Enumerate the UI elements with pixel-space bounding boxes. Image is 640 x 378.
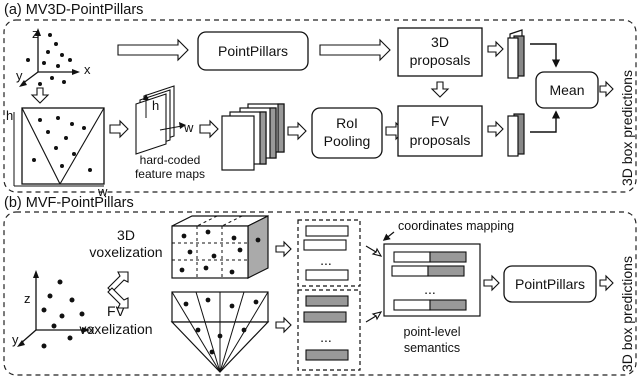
voxel-3d-label-1: 3D (117, 227, 135, 243)
feature-block-3d (507, 29, 525, 79)
axis-label-w-a: w (97, 184, 108, 199)
feature-map-label-h: h (152, 98, 159, 113)
arrow-to-roi (287, 121, 307, 141)
arrow-to-3d-proposals (319, 38, 391, 62)
arrow-to-features-fv (275, 316, 292, 334)
pointpillars-label-a: PointPillars (218, 43, 288, 59)
coordinates-mapping-label: coordinates mapping (398, 219, 514, 233)
arrow-to-pointpillars-b (483, 274, 500, 292)
arrow-to-feature-fv (487, 120, 504, 138)
roi-pooling-label-2: Pooling (324, 133, 371, 149)
ellipsis-merged: ... (424, 281, 436, 297)
arrow-mean-to-output (599, 80, 614, 98)
arrow-to-pointpillars-a (117, 38, 189, 62)
voxel-fv-label-2: voxelization (79, 321, 152, 337)
arrow-to-feature-maps (109, 119, 129, 139)
axis-label-z-b: z (24, 291, 31, 306)
arrow-pointpillars-to-output (599, 274, 614, 292)
axis-label-z-a: z (32, 26, 39, 41)
arrow-to-feature-3d (487, 40, 504, 58)
frustum-fv (170, 291, 270, 373)
coordinates-mapping-pointer (382, 231, 395, 241)
ellipsis-bottom: ... (320, 329, 332, 345)
section-a-title: (a) MV3D-PointPillars (4, 2, 143, 18)
voxel-grid-3d (171, 215, 269, 279)
arrow-to-cnn-a (199, 119, 219, 139)
axis-label-y-a: y (16, 68, 23, 83)
arrow-to-features-3d (275, 240, 292, 258)
output-label-a: 3D box predictions (619, 70, 635, 186)
point-cloud-3d-b (17, 270, 90, 349)
mean-box (535, 71, 599, 109)
arrow-to-fv-voxel (107, 287, 129, 309)
axis-label-h-a: h (6, 108, 13, 123)
elbow-arrow-3d-to-mean (530, 43, 561, 68)
semantics-label-2: semantics (404, 341, 460, 355)
roi-pooling-box (311, 107, 383, 159)
feature-map-label-w: w (183, 120, 194, 135)
elbow-arrow-fv-to-mean (530, 110, 561, 133)
feature-block-fv (507, 113, 525, 157)
ellipsis-top: ... (320, 252, 332, 268)
down-arrow-a (30, 87, 50, 104)
pointpillars-box-b (503, 265, 597, 303)
feature-bars-3d (303, 225, 349, 281)
merged-feature-bars (391, 251, 467, 311)
pointpillars-label-b: PointPillars (515, 276, 585, 292)
voxel-3d-label-2: voxelization (89, 244, 162, 260)
arrow-3d-to-merge (365, 245, 383, 257)
fv-proposals-box (397, 105, 483, 157)
proposals-3d-box (397, 27, 483, 77)
feature-maps-caption-1: hard-coded (140, 153, 201, 167)
feature-bars-fv (303, 295, 349, 361)
mean-label: Mean (549, 82, 584, 98)
section-b-frame (3, 211, 637, 376)
semantics-label-1: point-level (404, 325, 461, 339)
section-b-title: (b) MVF-PointPillars (4, 195, 134, 211)
axis-label-y-b: y (12, 332, 19, 347)
axis-label-x-a: x (84, 62, 91, 77)
point-cloud-3d-a (19, 28, 80, 87)
section-a-frame (3, 19, 637, 193)
fv-proposals-label-2: proposals (410, 132, 471, 148)
proposals-3d-label-1: 3D (431, 34, 449, 50)
arrow-proposals-down (430, 81, 450, 98)
feature-maps-caption-2: feature maps (135, 167, 205, 181)
feature-maps-stack (135, 85, 186, 155)
output-label-b: 3D box predictions (619, 256, 635, 372)
axis-label-x-b: x (88, 322, 95, 337)
pointpillars-box-a (197, 31, 309, 71)
cnn-blocks-a (221, 103, 285, 171)
front-view-projection (13, 107, 105, 187)
fv-proposals-label-1: FV (431, 113, 450, 129)
proposals-3d-label-2: proposals (410, 52, 471, 68)
roi-pooling-label-1: RoI (336, 115, 358, 131)
arrow-fv-to-merge (365, 311, 383, 323)
